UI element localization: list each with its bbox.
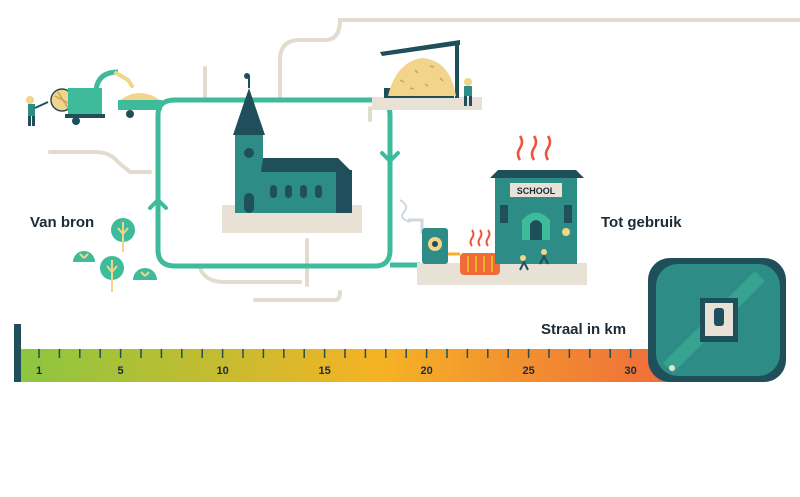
ruler-tick-label: 25: [522, 365, 534, 377]
church-icon: [222, 73, 362, 233]
tree-icon: [73, 218, 157, 292]
ruler-tick-label: 20: [420, 365, 432, 377]
woodchip-storage-icon: [372, 40, 482, 110]
wood-chipper-icon: [26, 69, 162, 126]
to-use-label: Tot gebruik: [601, 214, 682, 231]
from-source-label: Van bron: [30, 214, 95, 231]
flow-arrow-down-icon: [380, 151, 400, 164]
boiler-icon: [399, 199, 448, 264]
ruler-tick-label: 1: [36, 365, 42, 377]
tape-measure-icon: [648, 258, 786, 382]
roads: [48, 18, 800, 302]
ruler-tick-label: 5: [118, 365, 124, 377]
radius-km-label: Straal in km: [541, 321, 627, 338]
school-plant-ground: [417, 263, 587, 285]
ruler-tick-label: 30: [624, 365, 636, 377]
flow-arrow-up-icon: [148, 197, 168, 210]
radiator-icon: [460, 229, 500, 275]
school-sign-label: SCHOOL: [517, 186, 556, 196]
school-icon: SCHOOL: [490, 135, 584, 271]
ruler-tick-label: 10: [216, 365, 228, 377]
ruler-tick-label: 15: [318, 365, 330, 377]
